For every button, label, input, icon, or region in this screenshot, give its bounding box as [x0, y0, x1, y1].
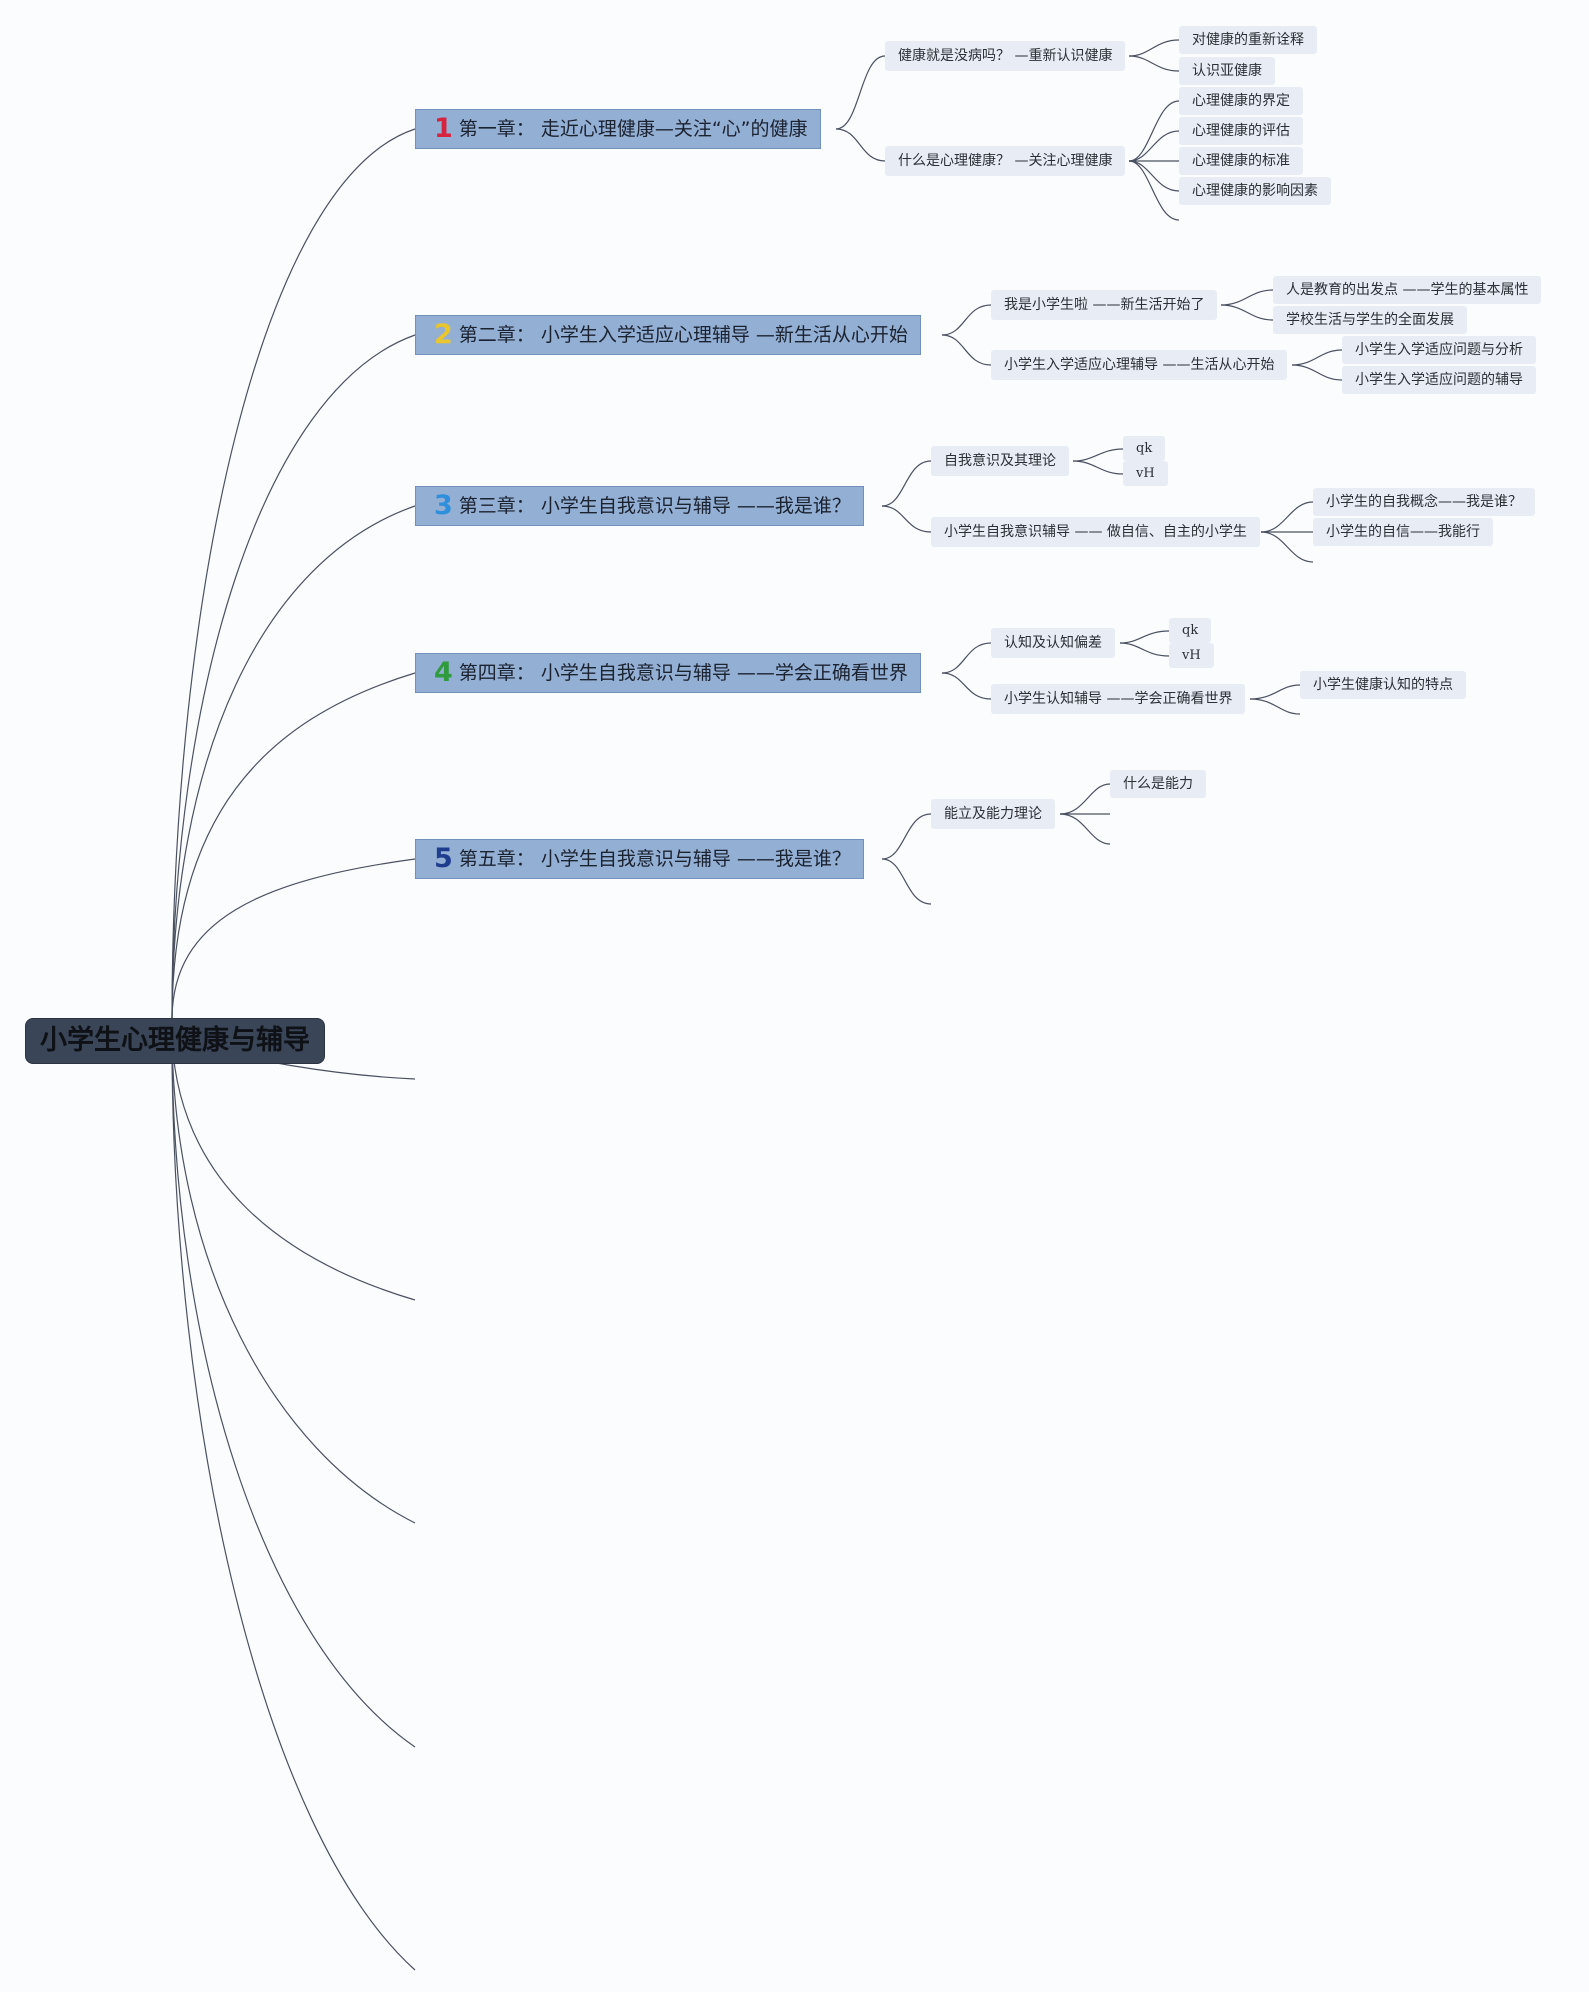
ch1-s2-item-1[interactable]: 心理健康的界定: [1179, 87, 1303, 115]
ch2-s2-item-2[interactable]: 小学生入学适应问题的辅导: [1342, 366, 1536, 394]
ch2-s2-link-i1: [1291, 349, 1343, 366]
ch5-s1-link-empty-2: [1059, 813, 1111, 845]
ch3-s2-link-empty: [1260, 531, 1314, 563]
ch1-s2-link-i1: [1128, 100, 1180, 162]
ch4-link-s2: [941, 672, 992, 700]
root-link-3: [171, 505, 416, 1021]
chapter-number: 3: [434, 490, 453, 521]
ch4-s2-item-1[interactable]: 小学生健康认知的特点: [1300, 671, 1466, 699]
ch2-link-s2: [941, 334, 992, 366]
ch1-s2-link-i2: [1128, 130, 1180, 162]
root-link-empty-5: [171, 1039, 416, 1971]
chapter-number: 2: [434, 319, 453, 350]
ch1-s1-link-i1: [1128, 39, 1180, 57]
ch3-s2-link-i1: [1260, 501, 1314, 533]
ch4-s1-link-i1: [1119, 630, 1170, 644]
ch3-s2-item-2[interactable]: 小学生的自信——我能行: [1313, 518, 1493, 546]
ch3-s1-item-1[interactable]: qk: [1123, 436, 1166, 461]
ch2-s1-link-i2: [1220, 304, 1274, 321]
ch5-s1-link-i1: [1059, 783, 1111, 815]
ch1-s2-link-i4: [1128, 160, 1180, 192]
ch1-s2-item-3[interactable]: 心理健康的标准: [1179, 147, 1303, 175]
chapter-title: 第三章： 小学生自我意识与辅导 ——我是谁？: [458, 495, 851, 517]
chapter-title: 第五章： 小学生自我意识与辅导 ——我是谁？: [458, 848, 851, 870]
root-link-1: [171, 128, 416, 1021]
ch3-s1-link-i1: [1072, 448, 1124, 462]
ch3-s1-link-i2: [1072, 460, 1124, 475]
root-link-empty-4: [171, 1039, 416, 1748]
chapter-title: 第四章： 小学生自我意识与辅导 ——学会正确看世界: [458, 662, 908, 684]
ch4-s2-link-empty: [1249, 698, 1301, 715]
ch3-section-2[interactable]: 小学生自我意识辅导 —— 做自信、自主的小学生: [931, 517, 1260, 547]
root-link-2: [171, 334, 416, 1021]
ch1-s2-link-empty: [1128, 160, 1180, 221]
root-link-5: [171, 858, 416, 1021]
ch2-s1-item-2[interactable]: 学校生活与学生的全面发展: [1273, 306, 1467, 334]
ch2-s2-link-i2: [1291, 364, 1343, 381]
ch2-s1-item-1[interactable]: 人是教育的出发点 ——学生的基本属性: [1273, 276, 1542, 304]
root-link-empty-3: [171, 1039, 416, 1524]
ch1-s1-item-2[interactable]: 认识亚健康: [1179, 57, 1275, 85]
ch3-s1-item-2[interactable]: vH: [1123, 461, 1168, 486]
ch3-s2-item-1[interactable]: 小学生的自我概念——我是谁？: [1313, 488, 1535, 516]
ch1-s1-link-i2: [1128, 55, 1180, 72]
ch1-s2-item-2[interactable]: 心理健康的评估: [1179, 117, 1303, 145]
root-link-empty-2: [171, 1039, 416, 1301]
ch4-link-s1: [941, 642, 992, 674]
ch3-section-1[interactable]: 自我意识及其理论: [931, 446, 1069, 476]
ch5-link-empty: [881, 858, 932, 905]
ch4-s1-item-2[interactable]: vH: [1169, 643, 1214, 668]
ch1-s1-item-1[interactable]: 对健康的重新诠释: [1179, 26, 1317, 54]
ch3-link-s2: [881, 505, 932, 533]
root-link-4: [171, 672, 416, 1021]
ch2-section-1[interactable]: 我是小学生啦 ——新生活开始了: [991, 290, 1218, 320]
ch1-s2-item-4[interactable]: 心理健康的影响因素: [1179, 177, 1331, 205]
ch5-section-1[interactable]: 能立及能力理论: [931, 799, 1055, 829]
ch1-link-s2: [835, 128, 886, 162]
ch2-s1-link-i1: [1220, 289, 1274, 306]
ch2-s2-item-1[interactable]: 小学生入学适应问题与分析: [1342, 336, 1536, 364]
ch2-section-2[interactable]: 小学生入学适应心理辅导 ——生活从心开始: [991, 350, 1288, 380]
ch3-link-s1: [881, 460, 932, 507]
root-topic[interactable]: 小学生心理健康与辅导: [25, 1018, 325, 1064]
chapter-number: 5: [434, 843, 453, 874]
ch5-link-s1: [881, 813, 932, 860]
ch2-link-s1: [941, 304, 992, 336]
ch1-section-1[interactable]: 健康就是没病吗？ —重新认识健康: [885, 41, 1126, 71]
ch4-section-1[interactable]: 认知及认知偏差: [991, 628, 1115, 658]
chapter-title: 第一章： 走近心理健康—关注“心”的健康: [458, 118, 808, 140]
ch4-s1-item-1[interactable]: qk: [1169, 618, 1212, 643]
ch4-s2-link-i1: [1249, 684, 1301, 700]
chapter-title: 第二章： 小学生入学适应心理辅导 —新生活从心开始: [458, 324, 908, 346]
chapter-number: 1: [434, 113, 453, 144]
ch1-section-2[interactable]: 什么是心理健康？ —关注心理健康: [885, 146, 1126, 176]
chapter-number: 4: [434, 657, 453, 688]
ch5-s1-item-1[interactable]: 什么是能力: [1110, 770, 1206, 798]
ch4-s1-link-i2: [1119, 642, 1170, 657]
ch1-link-s1: [835, 55, 886, 130]
ch4-section-2[interactable]: 小学生认知辅导 ——学会正确看世界: [991, 684, 1246, 714]
